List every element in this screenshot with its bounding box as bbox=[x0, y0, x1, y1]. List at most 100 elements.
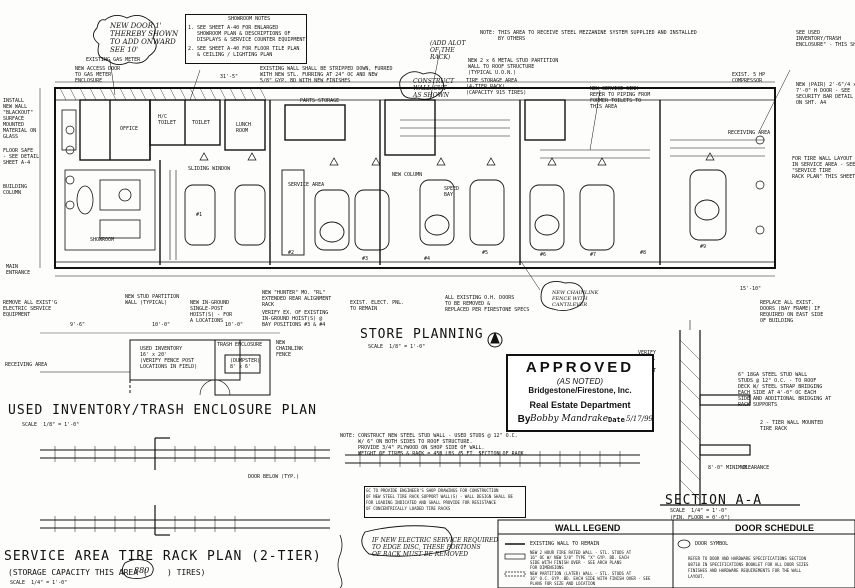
showroom-notes-box bbox=[185, 14, 307, 64]
handwritten-note-bottom: IF NEW ELECTRIC SERVICE REQUIRED TO EDGE… bbox=[372, 537, 499, 558]
stamp-by: By bbox=[517, 414, 531, 425]
new-inground-lift-label: NEW IN-GROUND SINGLE-POST HOIST(S) - FOR… bbox=[190, 300, 233, 324]
rack-capacity-value: 880 bbox=[134, 566, 150, 575]
revision-clouds bbox=[93, 15, 585, 580]
existing-gas-label: EXISTING GAS METER bbox=[86, 57, 141, 63]
door-schedule-header: DOOR SCHEDULE bbox=[735, 523, 815, 533]
rack-plan-scale: SCALE 1/4" = 1'-0" bbox=[10, 580, 68, 586]
trash-enclosure-label: TRASH ENCLOSURE bbox=[217, 342, 263, 348]
showroom-note-2: 2. SEE SHEET A-40 FOR FLOOR TILE PLAN & … bbox=[188, 46, 300, 58]
stamp-as-noted: (AS NOTED) bbox=[556, 377, 604, 386]
section-scale: SCALE 1/4" = 1'-0" bbox=[670, 508, 728, 514]
verify-existing-label: VERIFY EX. OF EXISTING IN-GROUND HOIST(S… bbox=[262, 310, 329, 328]
rack-capacity: (STORAGE CAPACITY THIS AREA ( ) TIRES) bbox=[8, 568, 206, 577]
stamp-signature: Bobby Mandrake bbox=[530, 414, 609, 424]
bay-2: #2 bbox=[288, 250, 295, 256]
enclosure-plan bbox=[40, 332, 280, 396]
section-cut-marks bbox=[154, 437, 170, 536]
wall-legend-row-1: EXISTING WALL TO REMAIN bbox=[530, 541, 600, 547]
exist-elec-label: EXIST. ELECT. PNL. TO REMAIN bbox=[350, 300, 405, 312]
store-planning-title: STORE PLANNING bbox=[360, 327, 484, 342]
replace-doors-label: REPLACE ALL EXIST. DOORS (BAY FRAME) IF … bbox=[760, 300, 824, 324]
car-outlines bbox=[184, 169, 727, 256]
dim-b: 10'-0" bbox=[152, 322, 171, 328]
handwritten-note-alot: (ADD ALOT OF THE RACK) bbox=[430, 40, 466, 61]
showroom-label: SHOWROOM bbox=[90, 237, 115, 243]
remove-service-label: REMOVE ALL EXIST'G ELECTRIC SERVICE EQUI… bbox=[3, 300, 58, 318]
used-inventory-box-label: USED INVENTORY 16' x 20' (VERIFY FENCE P… bbox=[140, 346, 198, 370]
section-hatch bbox=[679, 339, 701, 501]
engineer-note-box bbox=[364, 486, 526, 518]
dim-a: 9'-6" bbox=[70, 322, 86, 328]
floor-safe-label: FLOOR SAFE - SEE DETAIL SHEET A-4 bbox=[3, 148, 40, 166]
new-metal-stud-label: NEW 2 x 6 METAL STUD PARTITION WALL TO R… bbox=[468, 58, 559, 76]
rack-plan-title: SERVICE AREA TIRE RACK PLAN (2-TIER) bbox=[4, 549, 322, 564]
tire-rack-plan bbox=[40, 449, 640, 529]
two-tier-label: 2 - TIER WALL MOUNTED TIRE RACK bbox=[760, 420, 824, 432]
engineer-note: GC TO PROVIDE ENGINEER'S SHOP DRAWINGS F… bbox=[366, 488, 513, 511]
showroom-fixtures bbox=[61, 109, 156, 251]
section-title: SECTION A-A bbox=[665, 493, 763, 508]
all-existing-doors-label: ALL EXISTING O.H. DOORS TO BE REMOVED & … bbox=[445, 295, 530, 313]
store-planning-scale: SCALE 1/8" = 1'-0" bbox=[368, 344, 426, 350]
side-note-strip bbox=[337, 534, 343, 588]
new-hunter-label: NEW "HUNTER" MO. "RL" EXTENDED REAR ALIG… bbox=[262, 290, 332, 308]
north-arrow-icon bbox=[487, 331, 503, 348]
main-entrance-label: MAIN ENTRANCE bbox=[6, 264, 31, 276]
section-a-a bbox=[660, 320, 800, 506]
fin-floor-label: (FIN. FLOOR = 0'-0") bbox=[670, 515, 731, 521]
install-wall-label: INSTALL NEW WALL "BLACKOUT" SURFACE MOUN… bbox=[3, 98, 37, 140]
door-schedule-text: REFER TO DOOR AND HARDWARE SPECIFICATION… bbox=[688, 556, 809, 579]
receiving-area-label: RECEIVING AREA bbox=[728, 130, 771, 136]
handwritten-note-chain: NEW CHAINLINK FENCE WITH CANTILEVER bbox=[552, 290, 599, 308]
wall-legend-row-2: NEW 2 HOUR FIRE RATED WALL - STL. STUDS … bbox=[530, 550, 632, 570]
stud-wall-note: 6" 18GA STEEL STUD WALL STUDS @ 12" O.C.… bbox=[738, 372, 832, 408]
speed-bay-label: SPEED BAY bbox=[444, 186, 460, 198]
for-tire-wall-label: FOR TIRE WALL LAYOUT IN SERVICE AREA - S… bbox=[792, 156, 855, 180]
min-height-label: 8'-0" MINIMUM bbox=[708, 465, 748, 471]
new-access-door-label: NEW ACCESS DOOR TO GAS METER ENCLOSURE bbox=[75, 66, 121, 84]
door-below-label: DOOR BELOW (TYP.) bbox=[248, 474, 300, 480]
handwritten-note-cut: CONSTRUCT WALL CUT AS SHOWN bbox=[413, 78, 455, 99]
new-chainlink-label: NEW CHAINLINK FENCE bbox=[276, 340, 304, 358]
bay-6: #6 bbox=[540, 252, 547, 258]
legend-table bbox=[497, 519, 855, 588]
bay-8: #8 bbox=[640, 250, 647, 256]
handwritten-note-top: NEW DOOR 1' THEREBY SHOWN TO ADD ONWARD … bbox=[110, 22, 179, 54]
showroom-note-1: 1. SEE SHEET A-40 FOR ENLARGED SHOWROOM … bbox=[188, 25, 306, 43]
receiving-lower-label: RECEIVING AREA bbox=[5, 362, 48, 368]
bay-1: #1 bbox=[196, 212, 203, 218]
bay-markers bbox=[65, 125, 765, 235]
interior-partitions bbox=[79, 99, 661, 265]
used-inventory-scale: SCALE 1/8" = 1'-0" bbox=[22, 422, 80, 428]
dim-c: 10'-0" bbox=[225, 322, 244, 328]
stamp-dept: Real Estate Department bbox=[529, 400, 631, 410]
hc-toilet-label: H/C TOILET bbox=[158, 114, 177, 126]
stamp-date-value: 5/17/99 bbox=[626, 415, 653, 423]
rack-construction-note: NOTE: CONSTRUCT NEW STEEL STUD WALL - US… bbox=[340, 433, 527, 457]
lunch-label: LUNCH ROOM bbox=[236, 122, 252, 134]
new-electrical-label: NEW (PAIR) 2'-6"/4 x 7'-0" H DOOR - SEE … bbox=[796, 82, 855, 106]
new-stud-partition-label: NEW STUD PARTITION WALL (TYPICAL) bbox=[125, 294, 180, 306]
building-column-label: BUILDING COLUMN bbox=[3, 184, 28, 196]
stamp-company: Bridgestone/Firestone, Inc. bbox=[528, 386, 632, 395]
stamp-date-label: Date bbox=[608, 416, 625, 424]
new-column-label: NEW COLUMN bbox=[392, 172, 423, 178]
tire-rack-lines bbox=[169, 119, 765, 260]
office-label: OFFICE bbox=[120, 126, 139, 132]
leader-lines bbox=[109, 49, 791, 291]
new-service-sink-label: NEW SERVICE SINK REFER TO PIPING FROM FO… bbox=[590, 86, 651, 110]
wall-legend-header: WALL LEGEND bbox=[555, 523, 621, 533]
approval-stamp: APPROVED (AS NOTED) Bridgestone/Fireston… bbox=[506, 354, 654, 432]
dim-top: 31'-5" bbox=[220, 74, 239, 80]
stamp-approved: APPROVED bbox=[525, 359, 635, 376]
showroom-notes-header: SHOWROOM NOTES bbox=[228, 16, 271, 22]
service-area-label: SERVICE AREA bbox=[288, 182, 325, 188]
mezzanine-note: NOTE: THIS AREA TO RECEIVE STEEL MEZZANI… bbox=[480, 30, 697, 42]
existing-wall-note: EXISTING WALL SHALL BE STRIPPED DOWN, FU… bbox=[260, 66, 393, 84]
rack-ticks bbox=[54, 446, 621, 532]
bay-7: #7 bbox=[590, 252, 597, 258]
wall-hatch bbox=[59, 87, 267, 101]
dumpster-label: (DUMPSTER) 8' x 6' bbox=[230, 358, 261, 370]
